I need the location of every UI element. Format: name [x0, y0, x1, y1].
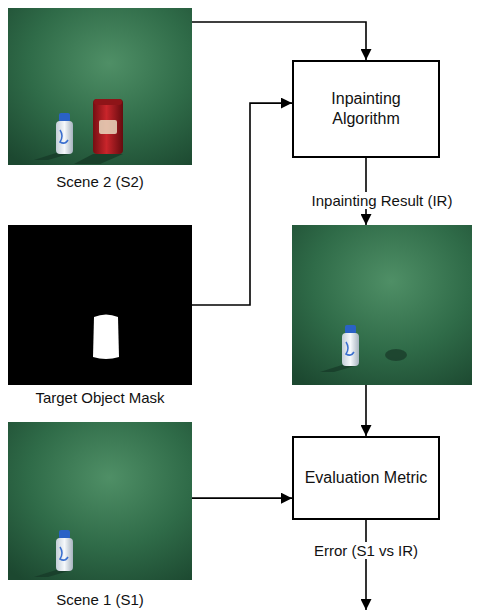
flow-arrow: [192, 103, 292, 305]
shadow: [34, 570, 72, 577]
output-arrow: [365, 520, 367, 610]
scene-2-photo: [8, 8, 192, 165]
scene-photo: Scene 2 (S2): [8, 8, 192, 165]
flow-arrow: [192, 497, 292, 499]
bottle: [56, 538, 73, 571]
mask-blob: [93, 315, 119, 360]
shadow: [74, 154, 123, 164]
bottle-label: [346, 342, 354, 355]
felt-ground: [8, 422, 192, 580]
deodorant-label: [99, 120, 117, 134]
mask-image: Target Object Mask: [8, 225, 192, 385]
bottle-cap: [59, 530, 70, 539]
deodorant-cap: [94, 99, 122, 105]
image-caption: Target Object Mask: [32, 389, 167, 406]
bottle-label: [60, 130, 68, 143]
mask-ground: [8, 225, 192, 385]
bottle-cap: [345, 325, 356, 334]
process-box: Evaluation Metric: [292, 436, 440, 520]
process-box: Inpainting Algorithm: [292, 60, 440, 158]
flow-arrow: [365, 385, 367, 436]
caption-holder: Inpainting Result (IR): [309, 192, 456, 210]
caption-holder: Target Object Mask: [32, 389, 167, 407]
mask-image: [8, 225, 192, 385]
deodorant: [93, 99, 123, 154]
bottle-label: [60, 547, 68, 560]
bottle: [342, 333, 359, 366]
result-photo: Inpainting Result (IR): [292, 225, 472, 385]
output-label: Error (S1 vs IR): [311, 542, 421, 559]
caption-holder: Scene 2 (S2): [53, 173, 147, 191]
felt-ground: [8, 8, 192, 165]
scene-1-photo: [8, 422, 192, 580]
image-caption: Inpainting Result (IR): [309, 192, 456, 209]
bottle-cap: [59, 113, 70, 122]
shadow: [34, 153, 72, 160]
flow-arrow: [192, 22, 366, 60]
image-caption: Scene 2 (S2): [53, 173, 147, 190]
result-photo: [292, 225, 472, 385]
label-holder: Error (S1 vs IR): [311, 542, 421, 560]
scene-photo: Scene 1 (S1): [8, 422, 192, 580]
box-label: Evaluation Metric: [305, 468, 428, 488]
felt-ground: [292, 225, 472, 385]
box-label: Inpainting Algorithm: [311, 89, 421, 129]
caption-holder: Scene 1 (S1): [53, 591, 147, 609]
shadow-remnant: [385, 349, 407, 361]
image-caption: Scene 1 (S1): [53, 591, 147, 608]
shadow: [320, 365, 358, 372]
bottle: [56, 121, 73, 154]
